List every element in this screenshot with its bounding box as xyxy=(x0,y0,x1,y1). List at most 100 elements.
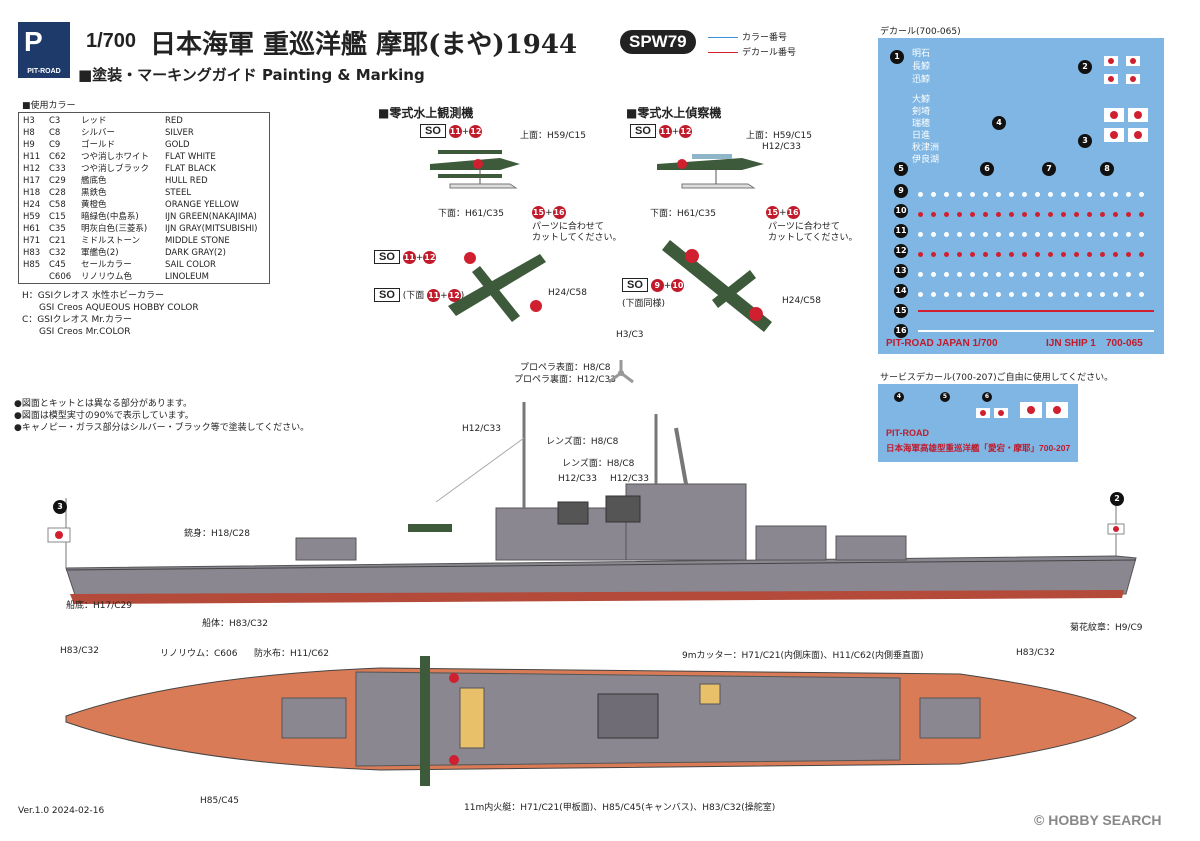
decal-num-3: 3 xyxy=(1078,134,1092,148)
funnel-label-1: H12/C33 xyxy=(558,474,597,484)
service-text: 日本海軍高雄型重巡洋艦「愛宕・摩耶」700-207 xyxy=(886,443,1071,453)
decal-footer-right: 700-065 xyxy=(1106,338,1143,349)
decal-dot-row xyxy=(918,270,1152,280)
paint-cell-jp: リノリウム色 xyxy=(81,272,133,282)
paint-table-title: ■使用カラー xyxy=(22,101,76,111)
paint-cell-c: C62 xyxy=(49,152,66,162)
paint-cell-en: SILVER xyxy=(165,128,194,138)
decal-num-13: 13 xyxy=(894,264,908,278)
flag-decal-num-2: 2 xyxy=(1110,492,1124,506)
paint-cell-c: C33 xyxy=(49,164,66,174)
paint-cell-en: LINOLEUM xyxy=(165,272,209,282)
service-num-4: 4 xyxy=(894,392,904,402)
paint-cell-c: C45 xyxy=(49,260,66,270)
funnel-label-2: H12/C33 xyxy=(610,474,649,484)
logo-label: PIT-ROAD xyxy=(27,68,61,75)
recon-lower-label: 下面：H61/C35 xyxy=(650,209,716,219)
crest-label: 菊花紋章：H9/C9 xyxy=(1070,623,1143,633)
general-notes: ●図面とキットとは異なる部分があります。 ●図面は模型実寸の90%で表示していま… xyxy=(14,398,309,434)
decal-dot-row xyxy=(918,310,1154,312)
decal-names-b: 大鯨剣埼瑞穂 日進秋津洲伊良湖 xyxy=(912,95,940,165)
service-brand: PIT-ROAD xyxy=(886,428,930,438)
decal-footer-left: PIT-ROAD JAPAN 1/700 xyxy=(886,338,998,349)
paint-cell-jp: 黄橙色 xyxy=(81,200,107,210)
paint-cell-jp: 暗緑色(中島系) xyxy=(81,212,139,222)
service-flag xyxy=(994,408,1008,418)
decal-num-4: 4 xyxy=(992,116,1006,130)
recon-float-decal-ref: 15+16 xyxy=(766,206,800,219)
paint-cell-c: C15 xyxy=(49,212,66,222)
note-mr-color-en: GSI Creos Mr.COLOR xyxy=(39,327,131,337)
pit-road-logo: P PIT-ROAD xyxy=(18,22,70,78)
paint-brand-notes: H：GSIクレオス 水性ホビーカラー GSI Creos AQUEOUS HOB… xyxy=(22,290,199,338)
paint-cell-en: FLAT WHITE xyxy=(165,152,216,162)
paint-cell-c: C35 xyxy=(49,224,66,234)
watermark-text: HOBBY SEARCH xyxy=(1048,812,1162,828)
paint-cell-en: IJN GREEN(NAKAJIMA) xyxy=(165,212,257,222)
flag-decal xyxy=(1104,56,1118,66)
paint-cell-h: H59 xyxy=(23,212,41,222)
lens-label-1: レンズ面：H8/C8 xyxy=(546,437,619,447)
decal-num-16: 16 xyxy=(894,324,908,338)
obs-plane-side xyxy=(430,150,520,189)
cutter-label: 9mカッター：H71/C21(内側床面)、H11/C62(内側垂直面) xyxy=(682,651,924,661)
paint-cell-c: C28 xyxy=(49,188,66,198)
decal-num-12: 12 xyxy=(894,244,908,258)
paint-cell-jp: セールカラー xyxy=(81,260,132,270)
decal-num-8: 8 xyxy=(1100,162,1114,176)
paint-cell-h: H24 xyxy=(23,200,41,210)
paint-cell-jp: 黒鉄色 xyxy=(81,188,107,198)
flag-decal xyxy=(1104,74,1118,84)
obs-plane-top xyxy=(448,252,546,322)
decal-dot-row xyxy=(918,190,1152,200)
paint-cell-jp: 艦底色 xyxy=(81,176,107,186)
paint-cell-jp: 明灰白色(三菱系) xyxy=(81,224,148,234)
paint-cell-jp: レッド xyxy=(81,116,107,126)
paint-cell-en: GOLD xyxy=(165,140,190,150)
note-hobby-color: H：GSIクレオス 水性ホビーカラー xyxy=(22,291,164,301)
rising-sun-flags xyxy=(1104,108,1150,155)
paint-cell-en: DARK GRAY(2) xyxy=(165,248,226,258)
recon-plane-top xyxy=(662,240,772,332)
paint-cell-c: C21 xyxy=(49,236,66,246)
paint-cell-h: H12 xyxy=(23,164,41,174)
decal-num-7: 7 xyxy=(1042,162,1056,176)
prop-tip-label: H3/C3 xyxy=(616,330,644,340)
recon-top-decal-ref: SO 9+10 xyxy=(622,278,685,292)
note-2: ●図面は模型実寸の90%で表示しています。 xyxy=(14,411,194,421)
flag-decal-num-3: 3 xyxy=(53,500,67,514)
decal-num-11: 11 xyxy=(894,224,908,238)
canvas-label: 防水布：H11/C62 xyxy=(254,649,329,659)
paint-cell-jp: つや消しブラック xyxy=(81,164,150,174)
obs-decal-ref: SO 11+12 xyxy=(420,124,483,138)
paint-cell-h: H85 xyxy=(23,260,41,270)
version-label: Ver.1.0 2024-02-16 xyxy=(18,806,105,816)
decal-num-1: 1 xyxy=(890,50,904,64)
obs-cut-note: パーツに合わせて カットしてください。 xyxy=(532,222,622,243)
paint-cell-c: C8 xyxy=(49,128,61,138)
paint-cell-en: MIDDLE STONE xyxy=(165,236,230,246)
paint-cell-h: H17 xyxy=(23,176,41,186)
page-title: 日本海軍 重巡洋艦 摩耶(まや)1944 xyxy=(150,30,578,60)
sail-color-label: H85/C45 xyxy=(200,796,239,806)
linoleum-label: リノリウム：C606 xyxy=(160,649,238,659)
decal-names-a: 明石長鯨迅鯨 xyxy=(912,49,931,85)
scale-label: 1/700 xyxy=(86,30,137,52)
obs-float-decal-ref: 15+16 xyxy=(532,206,566,219)
paint-cell-jp: ミドルストーン xyxy=(81,236,141,246)
paint-cell-jp: 軍艦色(2) xyxy=(81,248,119,258)
mast-label: H12/C33 xyxy=(462,424,501,434)
decal-num-5: 5 xyxy=(894,162,908,176)
service-flag xyxy=(976,408,990,418)
paint-cell-jp: ゴールド xyxy=(81,140,116,150)
recon-plane-side xyxy=(657,154,764,189)
recon-decal-ref: SO 11+12 xyxy=(630,124,693,138)
paint-cell-h: H8 xyxy=(23,128,35,138)
service-rising-sun xyxy=(1020,402,1068,418)
decal-dot-row xyxy=(918,210,1152,220)
